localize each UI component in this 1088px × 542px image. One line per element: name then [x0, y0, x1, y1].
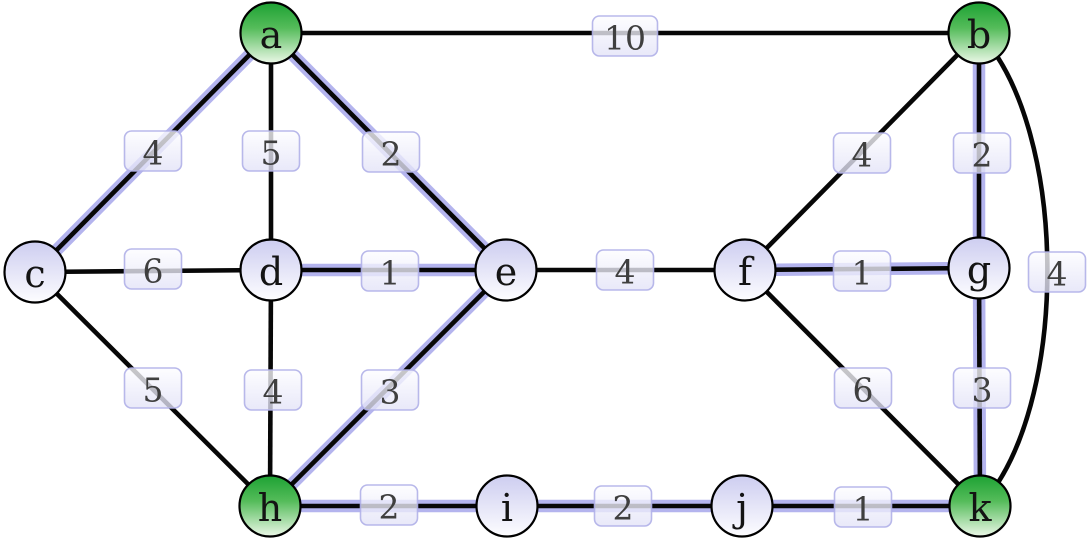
node-j-label: j: [732, 486, 748, 530]
node-e-label: e: [495, 250, 518, 294]
weight-label-text: 1: [380, 254, 401, 293]
weight-label-text: 4: [852, 136, 873, 175]
weight-label-box: [241, 130, 301, 172]
weight-label-text: 6: [143, 252, 164, 291]
weight-label-box: [952, 132, 1012, 174]
weight-label-box: [595, 249, 655, 291]
node-d-label: d: [259, 250, 283, 294]
node-b-circle: [947, 1, 1011, 65]
edge-weight-a-c: 4: [123, 130, 183, 173]
weight-label-box: [832, 250, 892, 292]
nodes-layer: a b c d e f g h i j k: [3, 1, 1012, 538]
weight-label-text: 2: [613, 489, 634, 528]
edge-weight-b-g: 2: [952, 132, 1012, 175]
edge-weight-a-b: 10: [591, 15, 659, 58]
weight-label-box: [833, 367, 893, 409]
edge-weight-a-d: 5: [241, 130, 301, 173]
edge-weight-d-e: 1: [360, 250, 420, 293]
node-b: b: [947, 1, 1011, 65]
edge-weight-e-h: 3: [360, 369, 420, 412]
weight-label-text: 3: [380, 373, 401, 412]
edge-weight-c-d: 6: [123, 248, 183, 291]
node-b-label: b: [967, 13, 991, 57]
weight-label-box: [359, 484, 419, 526]
node-k-label: k: [968, 486, 992, 530]
edge-weight-a-e: 2: [361, 131, 421, 174]
weight-label-text: 1: [853, 490, 874, 529]
node-f-circle: [713, 238, 777, 302]
weight-label-box: [832, 132, 892, 174]
node-k-circle: [948, 474, 1012, 538]
weight-label-text: 4: [615, 253, 636, 292]
node-i-circle: [475, 474, 539, 538]
node-c: c: [3, 240, 67, 304]
node-h-label: h: [258, 486, 282, 530]
node-e-circle: [474, 238, 538, 302]
node-g-label: g: [967, 248, 991, 292]
edge-weight-d-h: 4: [243, 369, 303, 412]
weight-label-text: 5: [261, 134, 282, 173]
weight-label-text: 2: [972, 136, 993, 175]
edge-weight-c-h: 5: [123, 367, 183, 410]
weight-label-text: 1: [852, 254, 873, 293]
node-g-circle: [947, 236, 1011, 300]
edges-layer: [33, 30, 1050, 509]
node-e: e: [474, 238, 538, 302]
node-c-circle: [3, 240, 67, 304]
weight-label-box: [833, 486, 893, 528]
edge-weight-g-k: 3: [952, 367, 1012, 410]
node-h: h: [238, 474, 302, 538]
weight-label-box: [360, 250, 420, 292]
node-d: d: [239, 238, 303, 302]
node-c-label: c: [24, 252, 45, 296]
weight-label-text: 4: [1047, 255, 1068, 294]
node-j-circle: [710, 474, 774, 538]
weight-label-box: [952, 367, 1012, 409]
edge-weight-f-g: 1: [832, 250, 892, 293]
edge-weight-f-b: 4: [832, 132, 892, 175]
node-f: f: [713, 238, 777, 302]
weight-label-text: 2: [379, 488, 400, 527]
weight-label-box: [123, 248, 183, 290]
node-k: k: [948, 474, 1012, 538]
node-f-label: f: [738, 250, 755, 294]
edge-weight-j-k: 1: [833, 486, 893, 529]
weight-label-text: 6: [853, 371, 874, 410]
node-h-circle: [238, 474, 302, 538]
weight-label-box: [361, 131, 421, 173]
node-g: g: [947, 236, 1011, 300]
weight-label-text: 5: [143, 371, 164, 410]
node-a-circle: [239, 1, 303, 65]
weight-label-box: [591, 15, 659, 57]
edge-weight-h-i: 2: [359, 484, 419, 527]
node-a: a: [239, 1, 303, 65]
node-a-label: a: [260, 13, 283, 57]
weight-label-box: [360, 369, 420, 411]
weight-label-text: 4: [143, 134, 164, 173]
edge-weight-e-f: 4: [595, 249, 655, 292]
weight-label-box: [243, 369, 303, 411]
weight-label-box: [593, 485, 653, 527]
weight-label-text: 10: [604, 19, 646, 58]
weight-label-text: 4: [263, 373, 284, 412]
weight-label-box: [123, 130, 183, 172]
weight-label-box: [1027, 251, 1087, 293]
node-d-circle: [239, 238, 303, 302]
node-j: j: [710, 474, 774, 538]
edge-weight-labels-layer: 10 4 5 2 6 5 1 4 3 4 4 2 1 6 3 4 2 2 1: [123, 15, 1087, 529]
edge-weight-i-j: 2: [593, 485, 653, 528]
edge-weight-b-k: 4: [1027, 251, 1087, 294]
weight-label-text: 3: [972, 371, 993, 410]
edge-weight-f-k: 6: [833, 367, 893, 410]
node-i-label: i: [501, 486, 513, 530]
weight-label-box: [123, 367, 183, 409]
weight-label-text: 2: [381, 135, 402, 174]
node-i: i: [475, 474, 539, 538]
